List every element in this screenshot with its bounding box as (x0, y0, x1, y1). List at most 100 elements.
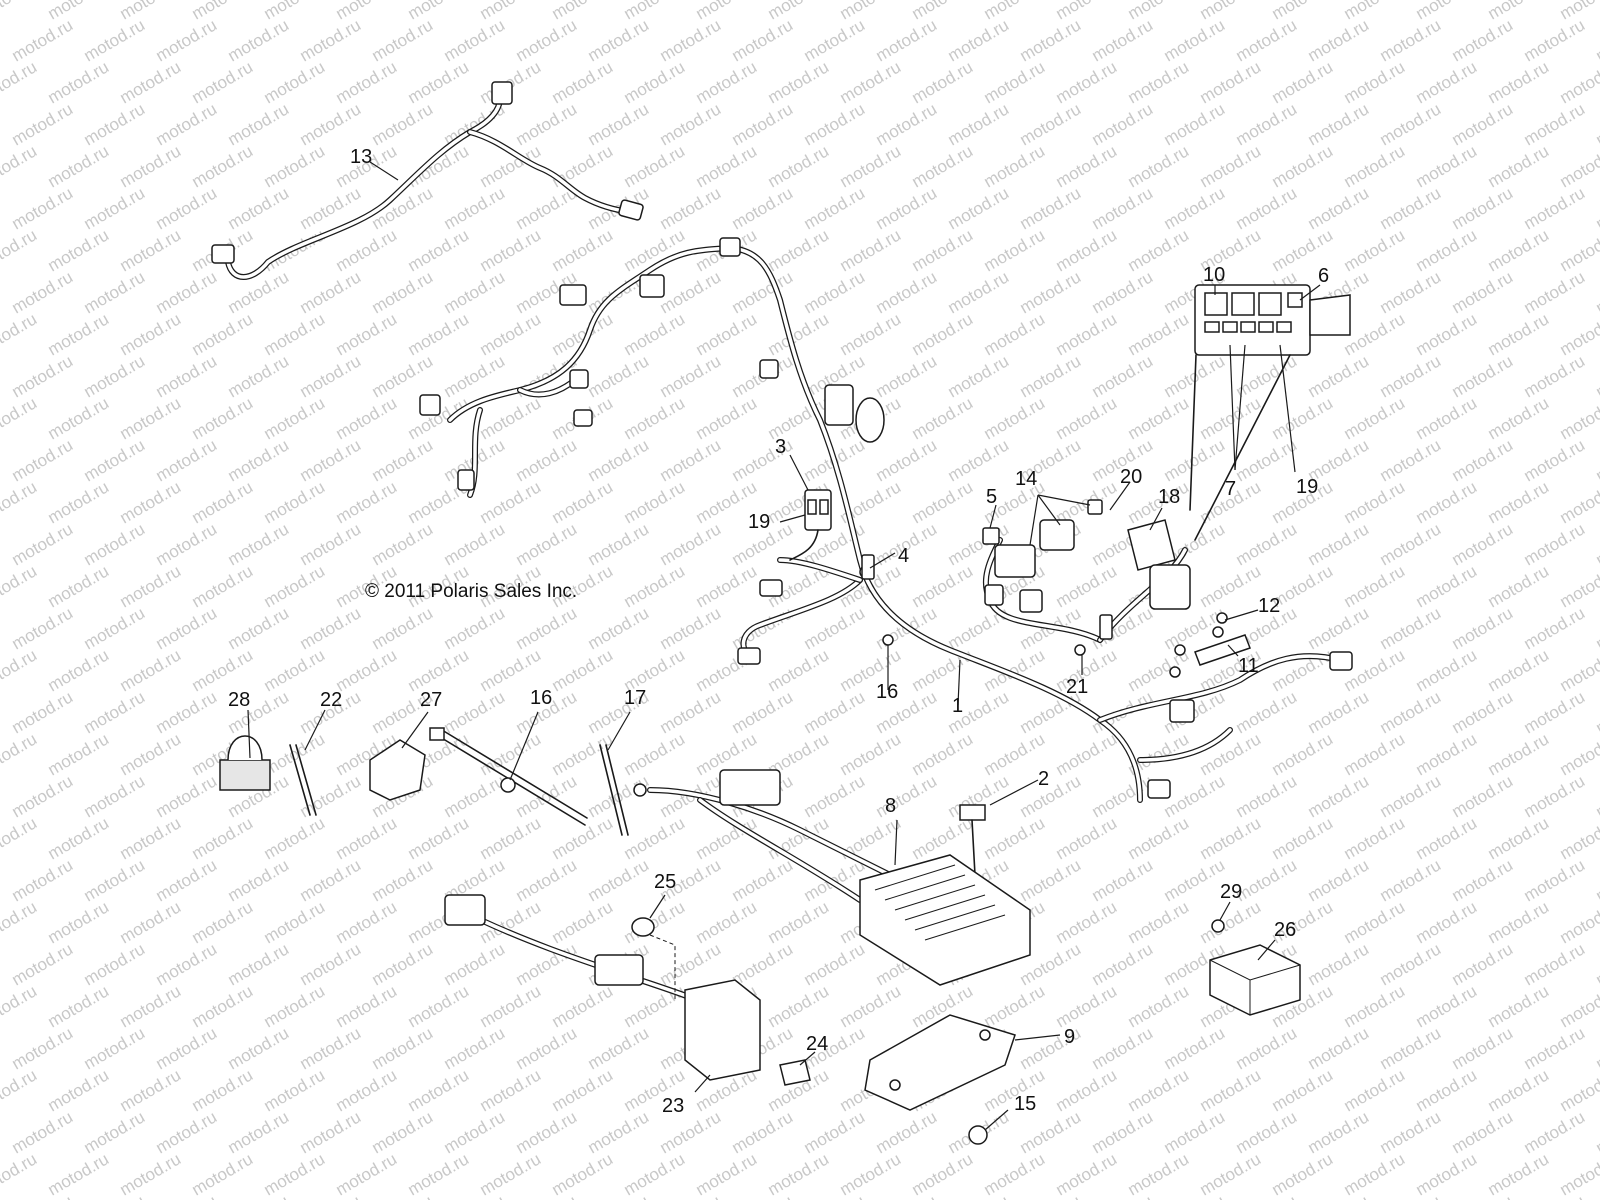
watermark-text: motod.ru (549, 0, 617, 23)
callout-25: 25 (654, 871, 676, 893)
watermark-text: motod.ru (585, 855, 653, 905)
watermark-text: motod.ru (657, 939, 725, 989)
watermark-text: motod.ru (1233, 1023, 1301, 1073)
callout-6: 6 (1318, 265, 1329, 287)
watermark-text: motod.ru (1485, 813, 1553, 863)
watermark-text: motod.ru (369, 519, 437, 569)
watermark-text: motod.ru (513, 855, 581, 905)
connector-icon (759, 579, 783, 597)
watermark-text: motod.ru (513, 519, 581, 569)
connector-icon (457, 469, 475, 491)
watermark-text: motod.ru (117, 1065, 185, 1115)
watermark-text: motod.ru (189, 1149, 257, 1199)
connector-icon (759, 359, 779, 379)
callout-29: 29 (1220, 881, 1242, 903)
watermark-text: motod.ru (981, 393, 1049, 443)
watermark-text: motod.ru (189, 981, 257, 1031)
callout-10: 10 (1203, 264, 1225, 286)
watermark-text: motod.ru (1305, 519, 1373, 569)
watermark-text: motod.ru (333, 1149, 401, 1199)
watermark-text: motod.ru (513, 435, 581, 485)
watermark-text: motod.ru (729, 603, 797, 653)
callout-13: 13 (350, 146, 372, 168)
watermark-text: motod.ru (837, 1149, 905, 1199)
watermark-text: motod.ru (657, 183, 725, 233)
watermark-text: motod.ru (81, 1107, 149, 1157)
watermark-text: motod.ru (297, 939, 365, 989)
watermark-text: motod.ru (1017, 771, 1085, 821)
watermark-text: motod.ru (297, 519, 365, 569)
watermark-text: motod.ru (1377, 267, 1445, 317)
watermark-text: motod.ru (1341, 1065, 1409, 1115)
watermark-text: motod.ru (9, 855, 77, 905)
watermark-text: motod.ru (585, 1191, 653, 1200)
watermark-text: motod.ru (441, 1023, 509, 1073)
watermark-text: motod.ru (1377, 771, 1445, 821)
watermark-text: motod.ru (117, 225, 185, 275)
watermark-text: motod.ru (1449, 15, 1517, 65)
watermark-text: motod.ru (1233, 1191, 1301, 1200)
watermark-text: motod.ru (693, 141, 761, 191)
watermark-text: motod.ru (1125, 981, 1193, 1031)
watermark-text: motod.ru (441, 939, 509, 989)
watermark-text: motod.ru (117, 1149, 185, 1199)
watermark-text: motod.ru (225, 939, 293, 989)
connector-icon (573, 409, 593, 427)
watermark-text: motod.ru (657, 519, 725, 569)
watermark-text: motod.ru (1053, 729, 1121, 779)
callout-15: 15 (1014, 1093, 1036, 1115)
watermark-text: motod.ru (1161, 771, 1229, 821)
watermark-text: motod.ru (1413, 141, 1481, 191)
watermark-text: motod.ru (333, 645, 401, 695)
part-23-module (444, 894, 761, 1081)
watermark-text: motod.ru (189, 0, 257, 23)
watermark-text: motod.ru (1341, 141, 1409, 191)
watermark-text: motod.ru (909, 141, 977, 191)
watermark-text: motod.ru (189, 393, 257, 443)
watermark-text: motod.ru (1485, 141, 1553, 191)
watermark-text: motod.ru (1593, 1023, 1600, 1073)
watermark-text: motod.ru (513, 99, 581, 149)
watermark-text: motod.ru (441, 1107, 509, 1157)
watermark-text: motod.ru (81, 519, 149, 569)
watermark-text: motod.ru (1269, 1149, 1337, 1199)
clip-icon (882, 634, 894, 646)
watermark-text: motod.ru (153, 351, 221, 401)
callout-11: 11 (1238, 655, 1259, 677)
watermark-text: motod.ru (945, 183, 1013, 233)
watermark-text: motod.ru (0, 57, 40, 107)
watermark-text: motod.ru (1377, 15, 1445, 65)
watermark-text: motod.ru (621, 981, 689, 1031)
connector-icon (618, 199, 644, 221)
watermark-text: motod.ru (1089, 267, 1157, 317)
watermark-text: motod.ru (621, 561, 689, 611)
watermark-text: motod.ru (1521, 183, 1589, 233)
callout-24: 24 (806, 1033, 828, 1055)
watermark-text: motod.ru (81, 183, 149, 233)
watermark-text: motod.ru (153, 267, 221, 317)
watermark-text: motod.ru (225, 1191, 293, 1200)
watermark-text: motod.ru (333, 225, 401, 275)
watermark-text: motod.ru (117, 897, 185, 947)
watermark-text: motod.ru (333, 393, 401, 443)
watermark-text: motod.ru (1413, 393, 1481, 443)
watermark-text: motod.ru (549, 1149, 617, 1199)
watermark-text: motod.ru (81, 99, 149, 149)
watermark-text: motod.ru (1521, 1191, 1589, 1200)
watermark-text: motod.ru (477, 1149, 545, 1199)
watermark-text: motod.ru (1305, 771, 1373, 821)
watermark-text: motod.ru (333, 897, 401, 947)
watermark-text: motod.ru (1341, 393, 1409, 443)
watermark-text: motod.ru (1521, 1023, 1589, 1073)
watermark-text: motod.ru (513, 1107, 581, 1157)
watermark-text: motod.ru (1449, 771, 1517, 821)
watermark-text: motod.ru (765, 897, 833, 947)
watermark-text: motod.ru (117, 645, 185, 695)
watermark-text: motod.ru (909, 57, 977, 107)
watermark-text: motod.ru (297, 1107, 365, 1157)
watermark-text: motod.ru (1449, 1023, 1517, 1073)
watermark-text: motod.ru (1017, 183, 1085, 233)
watermark-text: motod.ru (9, 183, 77, 233)
callout-21: 21 (1066, 676, 1088, 698)
watermark-text: motod.ru (873, 1107, 941, 1157)
